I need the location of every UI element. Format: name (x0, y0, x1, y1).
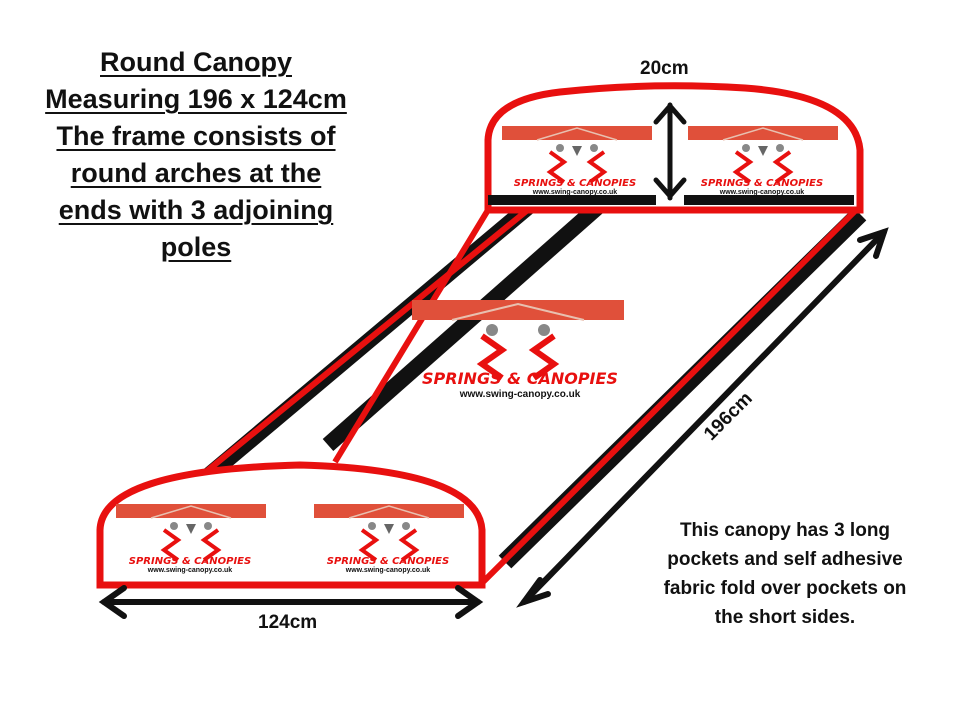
back-logo-left-brand: SPRINGS & CANOPIES (514, 178, 636, 189)
title-line: The frame consists of (56, 121, 336, 151)
title-line: round arches at the (70, 158, 322, 188)
center-logo-brand: SPRINGS & CANOPIES (422, 369, 618, 388)
length-arrow (516, 227, 889, 608)
center-logo-url: www.swing-canopy.co.uk (459, 389, 581, 400)
pole-middle (322, 199, 606, 451)
center-logo (412, 300, 624, 381)
front-logo-left-url: www.swing-canopy.co.uk (147, 567, 233, 574)
width-label: 124cm (258, 612, 318, 633)
back-logo-right-url: www.swing-canopy.co.uk (719, 189, 805, 196)
diagram-title: Round Canopy Measuring 196 x 124cm The f… (18, 44, 374, 266)
front-logo-left-brand: SPRINGS & CANOPIES (129, 556, 251, 567)
title-line: poles (160, 232, 232, 262)
height-arrow (653, 102, 687, 201)
title-line: Round Canopy (100, 47, 292, 77)
title-line: ends with 3 adjoining (58, 195, 334, 225)
title-line: Measuring 196 x 124cm (45, 84, 347, 114)
front-logo-right-brand: SPRINGS & CANOPIES (327, 556, 449, 567)
front-logo-right-url: www.swing-canopy.co.uk (345, 567, 431, 574)
note-line: pockets and self adhesive (667, 549, 903, 570)
note-line: fabric fold over pockets on (663, 578, 907, 599)
width-arrow (98, 585, 484, 619)
note-line: This canopy has 3 long (679, 520, 891, 541)
back-logo-right-brand: SPRINGS & CANOPIES (701, 178, 823, 189)
note-line: the short sides. (714, 607, 856, 628)
back-logo-left-url: www.swing-canopy.co.uk (532, 189, 618, 196)
pocket-note: This canopy has 3 long pockets and self … (640, 516, 930, 632)
back-arch (484, 82, 864, 214)
front-arch (96, 461, 486, 589)
height-label: 20cm (640, 58, 689, 79)
